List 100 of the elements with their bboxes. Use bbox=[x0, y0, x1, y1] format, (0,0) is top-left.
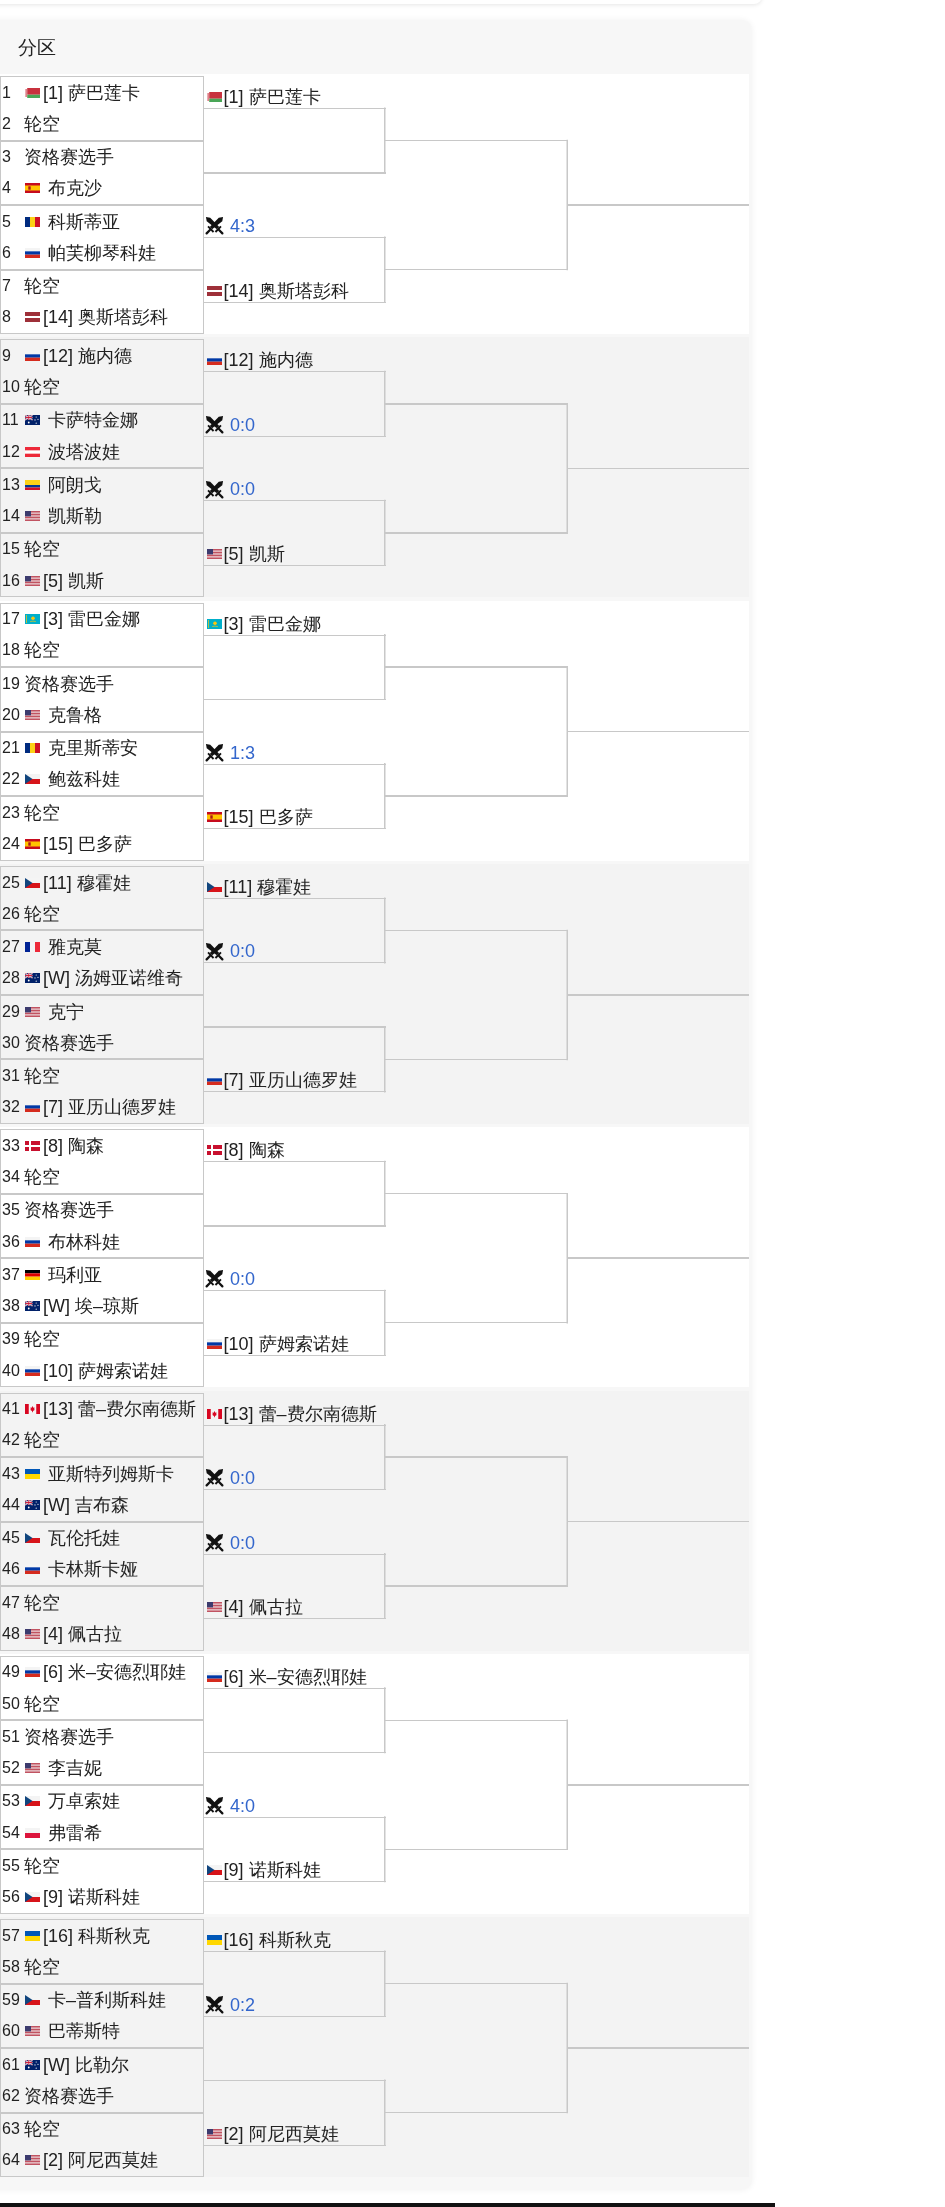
player-name: [16] 科斯秋克 bbox=[43, 1924, 151, 1947]
player-name: [2] 阿尼西莫娃 bbox=[43, 2149, 158, 2172]
draw-number: 60 bbox=[2, 2022, 20, 2040]
bracket-connector bbox=[566, 403, 568, 469]
draw-number: 31 bbox=[2, 1067, 20, 1084]
bracket-connector bbox=[384, 796, 386, 830]
draw-number: 22 bbox=[2, 770, 20, 788]
match-box bbox=[0, 1849, 204, 1914]
player-name: 轮空 bbox=[24, 902, 60, 925]
bracket-connector bbox=[384, 1322, 386, 1356]
bracket-connector bbox=[384, 1160, 386, 1194]
bracket-connector bbox=[384, 1983, 386, 2017]
match-box bbox=[0, 1655, 204, 1721]
draw-number: 49 bbox=[2, 1663, 20, 1681]
draw-number: 48 bbox=[2, 1624, 20, 1642]
player-name: [8] 陶森 bbox=[223, 1139, 285, 1162]
player-name: 凯斯勒 bbox=[48, 505, 102, 528]
bracket-line bbox=[384, 1982, 568, 1985]
player-name: 玛利亚 bbox=[48, 1263, 102, 1286]
draw-number: 58 bbox=[2, 1957, 20, 1975]
bracket-connector bbox=[566, 1258, 568, 1324]
bracket-line bbox=[384, 1058, 568, 1061]
draw-number: 63 bbox=[2, 2120, 20, 2138]
player-name: 轮空 bbox=[24, 538, 60, 561]
player-name: 布林科娃 bbox=[48, 1230, 120, 1253]
draw-number: 28 bbox=[2, 969, 20, 987]
bracket-connector bbox=[566, 468, 568, 534]
draw-number: 16 bbox=[2, 571, 20, 589]
match-box bbox=[0, 205, 204, 270]
player-name: [7] 亚历山德罗娃 bbox=[223, 1069, 357, 1092]
player-name: 雅克莫 bbox=[48, 936, 102, 958]
bracket-connector bbox=[384, 763, 386, 797]
bracket-connector bbox=[384, 1289, 386, 1323]
bracket-connector bbox=[384, 2079, 386, 2113]
player-name: [11] 穆霍娃 bbox=[223, 875, 312, 898]
match-box bbox=[0, 1258, 204, 1323]
draw-number: 41 bbox=[2, 1400, 20, 1418]
match-box bbox=[0, 468, 204, 533]
bracket-line bbox=[204, 698, 386, 701]
draw-number: 32 bbox=[2, 1098, 20, 1116]
draw-number: 9 bbox=[2, 346, 11, 364]
match-score: 4:0 bbox=[230, 1794, 256, 1817]
player-name: [1] 萨巴莲卡 bbox=[43, 81, 140, 104]
bracket-connector bbox=[384, 897, 386, 931]
player-name: [8] 陶森 bbox=[43, 1134, 104, 1157]
draw-number: 18 bbox=[2, 641, 20, 659]
draw-number: 51 bbox=[2, 1727, 20, 1745]
player-name: [10] 萨姆索诺娃 bbox=[43, 1359, 169, 1382]
player-name: 帕芙柳琴科娃 bbox=[48, 241, 156, 264]
player-name: 轮空 bbox=[24, 801, 60, 824]
bracket-connector bbox=[566, 994, 568, 1061]
player-name: 卡萨特金娜 bbox=[48, 409, 138, 432]
player-name: [4] 佩古拉 bbox=[223, 1596, 303, 1618]
match-box bbox=[0, 140, 204, 205]
draw-number: 1 bbox=[2, 83, 11, 101]
bracket-connector bbox=[566, 1784, 568, 1851]
match-box bbox=[0, 731, 204, 797]
player-name: 卡–普利斯科娃 bbox=[48, 1989, 166, 2012]
draw-number: 38 bbox=[2, 1297, 20, 1315]
draw-number: 6 bbox=[2, 243, 11, 261]
player-name: [5] 凯斯 bbox=[223, 542, 285, 565]
player-name: 轮空 bbox=[24, 1166, 60, 1189]
draw-number: 5 bbox=[2, 212, 11, 230]
draw-number: 10 bbox=[2, 378, 20, 396]
bracket-connector bbox=[384, 1553, 386, 1586]
player-name: 万卓索娃 bbox=[48, 1790, 120, 1813]
draw-number: 40 bbox=[2, 1361, 20, 1379]
match-box bbox=[0, 2112, 204, 2178]
match-box bbox=[0, 930, 204, 995]
match-box bbox=[0, 1457, 204, 1522]
player-name: [13] 蕾–费尔南德斯 bbox=[223, 1402, 377, 1425]
player-name: 鲍兹科娃 bbox=[48, 768, 120, 791]
player-name: [W] 汤姆亚诺维奇 bbox=[43, 967, 183, 990]
draw-number: 4 bbox=[2, 179, 11, 197]
bracket-connector bbox=[566, 1192, 568, 1259]
bracket-connector bbox=[566, 1456, 568, 1522]
match-box bbox=[0, 1392, 204, 1457]
draw-number: 55 bbox=[2, 1856, 20, 1874]
draw-number: 36 bbox=[2, 1232, 20, 1250]
bracket-line bbox=[384, 1585, 568, 1587]
bracket-line bbox=[384, 139, 568, 142]
bracket-line bbox=[384, 1719, 568, 1722]
player-name: [11] 穆霍娃 bbox=[43, 871, 131, 894]
player-name: 阿朗戈 bbox=[48, 473, 102, 496]
draw-number: 50 bbox=[2, 1694, 20, 1712]
draw-number: 30 bbox=[2, 1033, 20, 1051]
bracket-connector bbox=[384, 1424, 386, 1457]
player-name: 资格赛选手 bbox=[24, 672, 114, 695]
player-name: [16] 科斯秋克 bbox=[223, 1929, 331, 1952]
match-box bbox=[0, 1720, 204, 1785]
player-name: [3] 雷巴金娜 bbox=[43, 608, 140, 631]
draw-number: 43 bbox=[2, 1464, 20, 1482]
bracket-connector bbox=[384, 1586, 386, 1619]
player-name: [5] 凯斯 bbox=[43, 569, 104, 592]
bracket-connector bbox=[384, 1816, 386, 1850]
player-name: [W] 吉布森 bbox=[43, 1493, 129, 1516]
player-name: [15] 巴多萨 bbox=[223, 806, 313, 829]
bracket-connector bbox=[384, 634, 386, 668]
bracket-connector bbox=[384, 269, 386, 303]
player-name: 轮空 bbox=[24, 1429, 60, 1452]
